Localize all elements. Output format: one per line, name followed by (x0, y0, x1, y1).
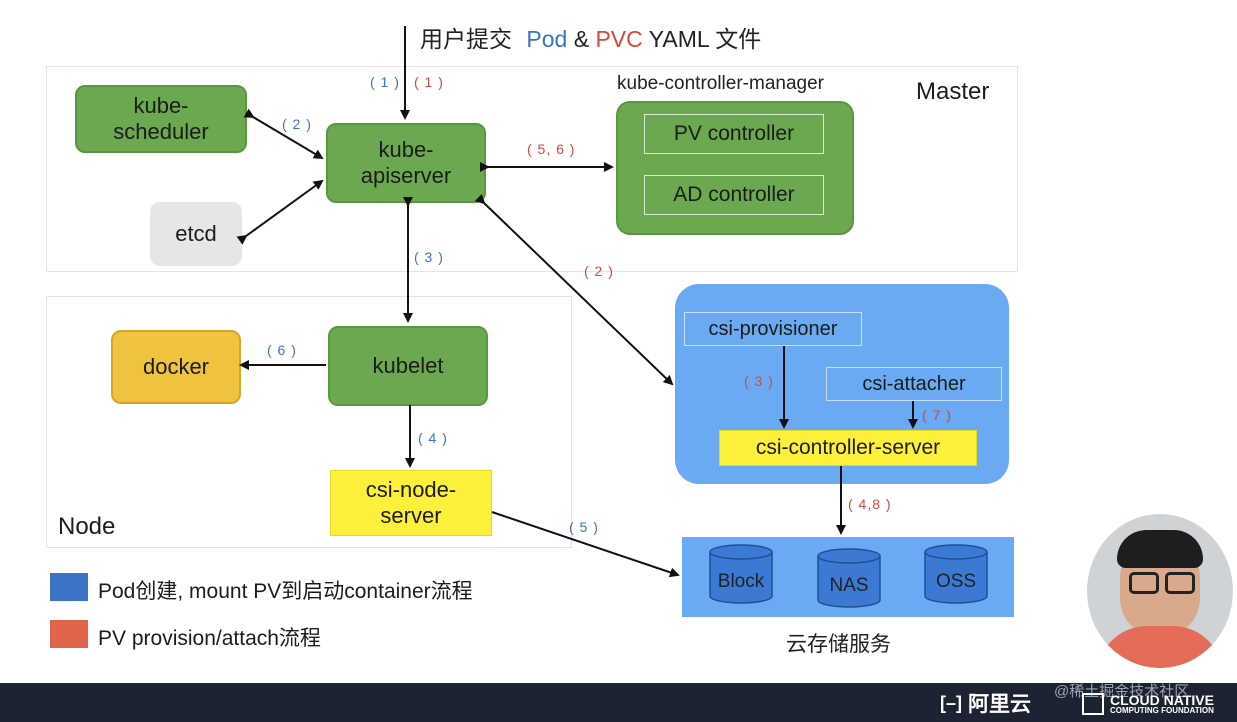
cncf-logo: CLOUD NATIVE COMPUTING FOUNDATION (1082, 690, 1214, 718)
csi-node-server-label: csi-node- server (365, 477, 457, 528)
watermark-text: @稀土掘金技术社区 (1054, 683, 1190, 700)
step-label-docker: ( 6 ) (267, 342, 297, 358)
step-label-csinode-storage: ( 5 ) (569, 519, 599, 535)
kube-scheduler-box: kube- scheduler (75, 85, 247, 153)
csi-attacher-label: csi-attacher (862, 372, 966, 395)
storage-label-block: Block (717, 571, 765, 592)
header-prefix: 用户提交 (420, 26, 512, 52)
docker-label: docker (142, 354, 210, 380)
kube-apiserver-label: kube- apiserver (360, 137, 452, 188)
pv-controller-label: PV controller (673, 122, 795, 145)
etcd-box: etcd (150, 202, 242, 266)
storage-title: 云存储服务 (786, 633, 891, 656)
csi-node-server-box: csi-node- server (330, 470, 492, 536)
step-label-scheduler: ( 2 ) (282, 116, 312, 132)
aliyun-logo-text: 阿里云 (968, 693, 1031, 716)
cncf-logo-line2: COMPUTING FOUNDATION (1110, 706, 1214, 715)
legend-label-pv: PV provision/attach流程 (98, 627, 321, 650)
cncf-logo-line1: CLOUD NATIVE (1110, 692, 1214, 708)
csi-attacher-box: csi-attacher (826, 367, 1002, 401)
kube-apiserver-box: kube- apiserver (326, 123, 486, 203)
legend-swatch-pod (50, 573, 88, 601)
legend-swatch-pv (50, 620, 88, 648)
step-label-top-blue: ( 1 ) (370, 74, 400, 90)
ad-controller-label: AD controller (673, 183, 795, 206)
step-label-apiserver-csi: ( 2 ) (584, 263, 614, 279)
step-label-provisioner: ( 3 ) (744, 373, 774, 389)
header-amp: & (573, 26, 590, 52)
step-label-top-red: ( 1 ) (414, 74, 444, 90)
pv-controller-box: PV controller (644, 114, 824, 154)
storage-label-nas: NAS (829, 575, 869, 596)
storage-label-oss: OSS (935, 571, 977, 592)
legend-label-pod: Pod创建, mount PV到启动container流程 (98, 580, 473, 603)
step-label-apiserver-kubelet: ( 3 ) (414, 249, 444, 265)
csi-provisioner-label: csi-provisioner (708, 317, 838, 340)
header-pod: Pod (526, 26, 568, 52)
footer-bar (0, 683, 1237, 722)
kube-scheduler-label: kube- scheduler (113, 93, 209, 144)
kcm-title: kube-controller-manager (617, 73, 824, 94)
kubelet-box: kubelet (328, 326, 488, 406)
step-label-attacher: ( 7 ) (922, 407, 952, 423)
step-label-controller: ( 5, 6 ) (527, 141, 576, 157)
node-title: Node (58, 513, 116, 540)
ad-controller-box: AD controller (644, 175, 824, 215)
csi-controller-server-label: csi-controller-server (755, 435, 941, 459)
docker-box: docker (111, 330, 241, 404)
master-title: Master (916, 78, 990, 105)
etcd-label: etcd (175, 221, 217, 247)
aliyun-logo: [–] 阿里云 (940, 690, 1031, 717)
presenter-avatar (1087, 514, 1233, 668)
step-label-kubelet-csinode: ( 4 ) (418, 430, 448, 446)
aliyun-logo-icon: [–] (940, 692, 962, 713)
header-suffix: YAML 文件 (648, 26, 762, 52)
step-label-controller-storage: ( 4,8 ) (848, 496, 892, 512)
kubelet-label: kubelet (372, 353, 444, 379)
csi-provisioner-box: csi-provisioner (684, 312, 862, 346)
header-title: 用户提交 Pod & PVC YAML 文件 (420, 20, 761, 54)
header-pvc: PVC (595, 26, 643, 52)
csi-controller-server-box: csi-controller-server (719, 430, 977, 466)
cncf-logo-icon (1082, 693, 1104, 715)
